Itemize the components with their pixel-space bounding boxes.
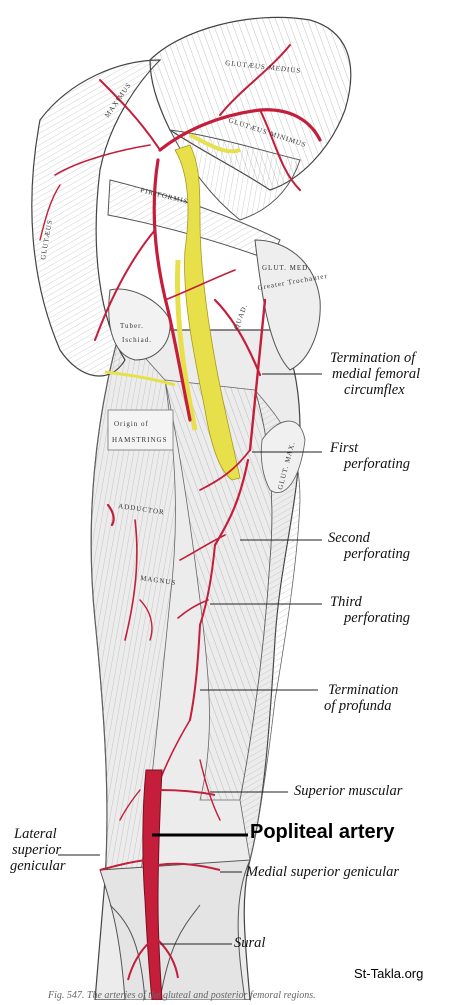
callout-line: Lateral [14, 826, 57, 842]
callout-line: First [330, 440, 359, 456]
nerve-to-hamstring [104, 370, 176, 387]
watermark: St-Takla.org [354, 966, 424, 981]
genicular-branches [99, 789, 221, 981]
callout-line: Medial superior genicular [246, 864, 400, 880]
superior-muscular-artery [159, 789, 216, 796]
posterior-cutaneous-nerve [174, 259, 198, 431]
callout-line: Second [328, 530, 370, 546]
muscle-label-tuber-2: Ischiad. [122, 336, 152, 344]
inferior-gluteal-nerve-branch [189, 133, 241, 154]
callout-line: circumflex [344, 382, 405, 398]
callout-line: of profunda [324, 698, 392, 714]
callout-line: Superior muscular [294, 783, 403, 799]
callout-termination-of-profunda: Termination of profunda [324, 682, 398, 714]
callout-line: superior [12, 842, 62, 858]
callout-line: genicular [10, 858, 66, 874]
callout-line: Third [330, 594, 362, 610]
leader-lines [58, 373, 322, 945]
callout-line: Sural [234, 935, 266, 951]
sural-artery [127, 939, 153, 981]
muscle-label-hamstrings: HAMSTRINGS [112, 436, 168, 444]
medial-superior-genicular-artery [157, 862, 221, 871]
popliteal-artery-highlight-label: Popliteal artery [250, 821, 395, 843]
ischial-tuberosity [108, 288, 171, 361]
callout-superior-muscular: Superior muscular [294, 783, 402, 799]
muscle-label-glut-med-small: GLUT. MED. [262, 264, 311, 272]
glut-max-insertion [260, 420, 306, 493]
callout-line: perforating [344, 546, 411, 562]
callout-third-perforating: Third perforating [330, 594, 410, 626]
callout-line: medial femoral [332, 366, 421, 382]
arteries [39, 44, 322, 821]
callout-line: perforating [344, 456, 411, 472]
first-perforating-artery [248, 298, 267, 452]
inferior-gluteal-artery [152, 158, 192, 422]
hamstring-origin-box [107, 409, 174, 451]
callout-line: Termination of [330, 350, 416, 366]
medial-femoral-circumflex-termination [213, 298, 262, 377]
third-perforating-artery [199, 544, 216, 626]
callout-first-perforating: First perforating [330, 440, 410, 472]
callout-line: Termination [328, 682, 399, 698]
figure-caption: Fig. 547. The arteries of the gluteal an… [48, 990, 316, 1001]
profunda-termination [189, 624, 201, 721]
muscle-label-quadratus: QUAD. [232, 303, 249, 331]
lateral-vastus [239, 389, 301, 861]
gastrocnemius-heads [109, 904, 201, 1001]
callout-lateral-superior-genicular: Lateral superior genicular [10, 826, 66, 874]
callout-sural: Sural [234, 935, 265, 951]
greater-trochanter-region [254, 239, 321, 371]
callout-second-perforating: Second perforating [328, 530, 410, 562]
sciatic-nerve [174, 144, 241, 481]
callout-termination-medial-femoral-circumflex: Termination of medial femoral circumflex [330, 350, 420, 398]
gluteus-minimus [169, 129, 301, 221]
muscle-label-tuber-1: Tuber. [120, 322, 144, 330]
callout-line: perforating [344, 610, 411, 626]
callout-medial-superior-genicular: Medial superior genicular [246, 864, 399, 880]
lateral-superior-genicular-artery [99, 859, 147, 871]
muscle-label-origin-of: Origin of [114, 420, 149, 428]
